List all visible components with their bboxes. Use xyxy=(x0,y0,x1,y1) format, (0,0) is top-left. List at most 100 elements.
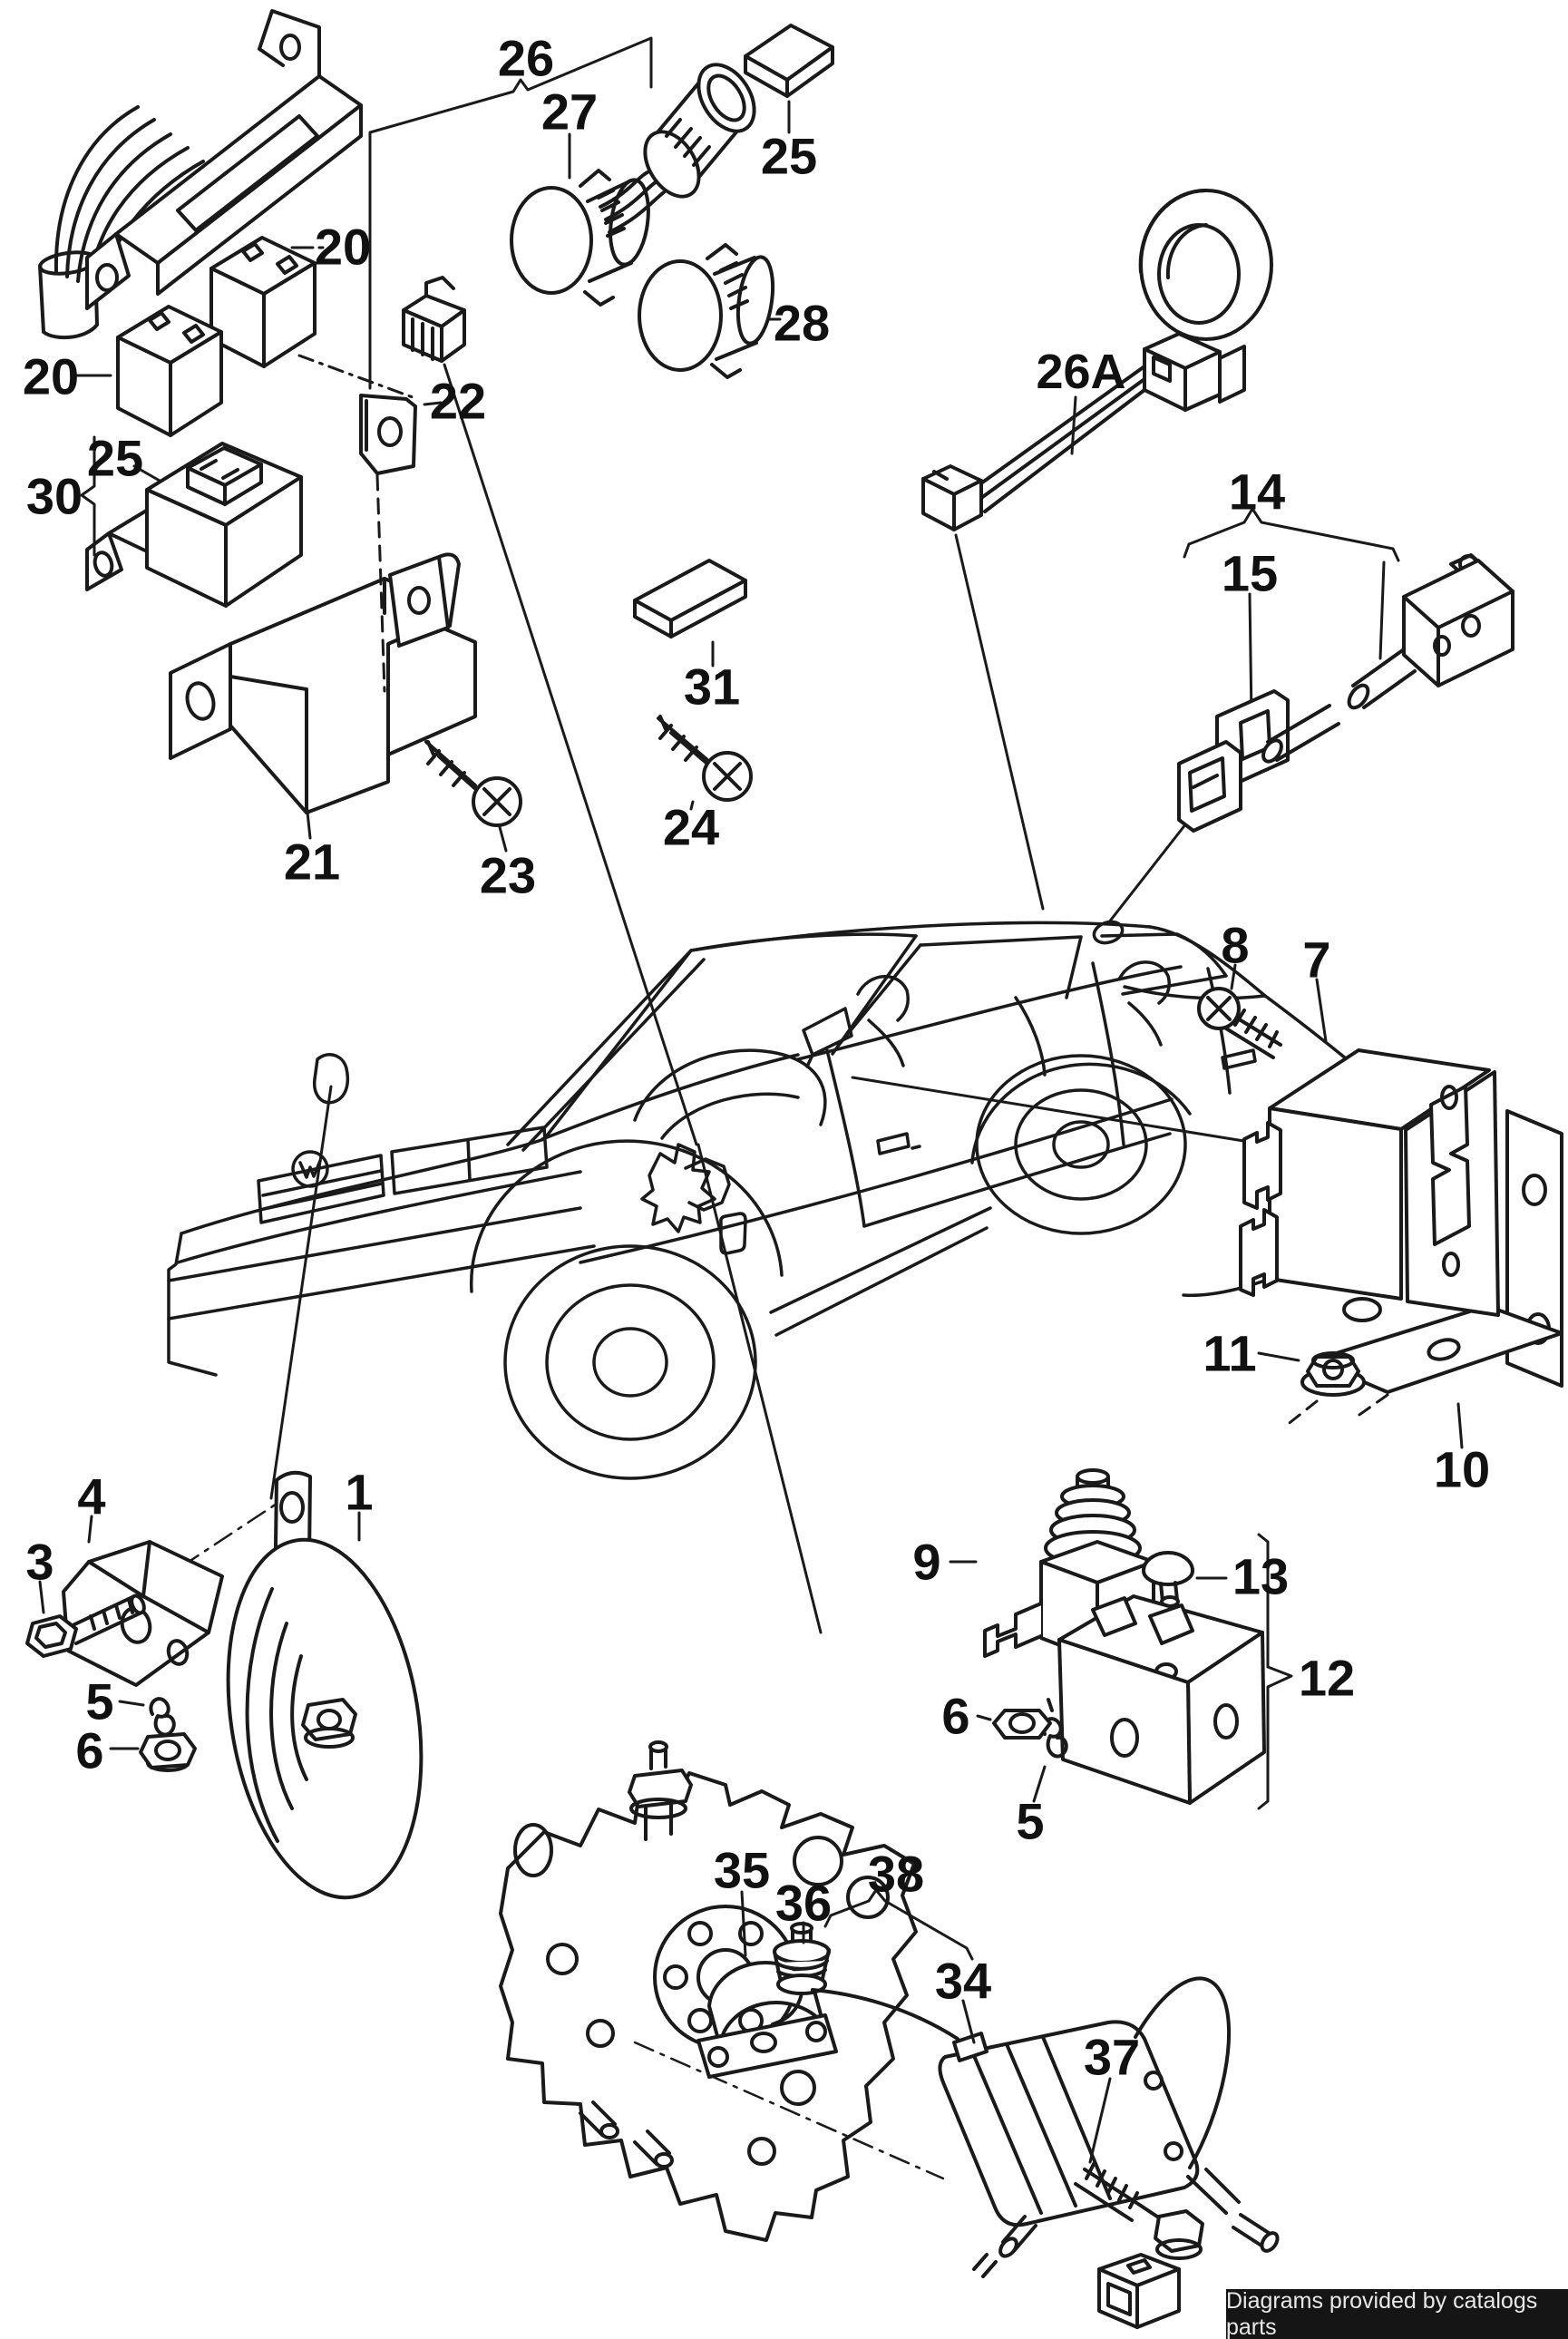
leader-lines-long xyxy=(269,363,1268,1634)
clip-5-left xyxy=(118,1697,176,1737)
lighter-knob-27 xyxy=(510,169,650,307)
vw-emblem xyxy=(291,1150,329,1188)
lighter-ring-28 xyxy=(638,243,775,379)
lighter-socket-26 xyxy=(599,63,756,234)
cap-13 xyxy=(1142,1551,1228,1667)
dash-tab-to-bracket xyxy=(375,473,386,693)
part-label-7: 7 xyxy=(1302,931,1330,989)
part-label-27: 27 xyxy=(541,83,598,141)
part-label-31: 31 xyxy=(684,658,740,716)
leader-14-part xyxy=(1378,560,1386,660)
leader-15 xyxy=(1248,592,1253,720)
part-label-1: 1 xyxy=(345,1464,373,1521)
part-label-9: 9 xyxy=(912,1534,940,1591)
part-label-5: 5 xyxy=(1016,1793,1044,1850)
brace-30 xyxy=(80,435,96,557)
grommet-36 xyxy=(750,1921,831,2053)
part-label-5: 5 xyxy=(85,1673,113,1730)
leader-lines-short xyxy=(74,246,715,853)
bolt-3 xyxy=(25,1593,146,1658)
relay-20-lower xyxy=(116,305,223,437)
leader-7 xyxy=(1315,978,1328,1043)
part-label-22: 22 xyxy=(430,373,486,430)
control-unit-group xyxy=(1197,963,1563,1449)
solenoid-34 xyxy=(811,1976,1280,2253)
injection-pump xyxy=(499,1740,918,2242)
part-label-26: 26 xyxy=(498,30,554,87)
part-label-14: 14 xyxy=(1229,463,1285,521)
leader-4 xyxy=(87,1515,93,1544)
leader-6r xyxy=(976,1714,992,1721)
relay-module-30 xyxy=(85,442,303,608)
watermark-text: Diagrams provided by catalogs parts xyxy=(1226,2287,1538,2339)
relay-20-upper xyxy=(209,236,317,368)
part-label-24: 24 xyxy=(663,799,719,856)
brace-14 xyxy=(1183,507,1400,562)
leader-25-left xyxy=(132,464,161,482)
nut-6-left xyxy=(109,1732,197,1772)
nut-11 xyxy=(1300,1351,1366,1397)
part-label-6: 6 xyxy=(941,1688,969,1745)
line-dash-to-switch9 xyxy=(696,1143,823,1634)
part-label-25: 25 xyxy=(87,430,143,487)
part-label-36: 36 xyxy=(775,1875,832,1932)
part-label-4: 4 xyxy=(77,1468,105,1525)
dash-relay-to-tab xyxy=(297,354,414,399)
line-car-to-control-unit xyxy=(851,1076,1268,1146)
part-label-26A: 26A xyxy=(1036,345,1125,399)
solenoid-axis xyxy=(633,2041,945,2180)
part-label-30: 30 xyxy=(26,468,83,525)
firewall-cutout-mark xyxy=(640,1143,747,1255)
part-label-11: 11 xyxy=(1203,1325,1256,1382)
part-label-34: 34 xyxy=(935,1953,991,2010)
part-label-13: 13 xyxy=(1232,1548,1289,1605)
line-switch15-to-roof xyxy=(1106,822,1188,925)
relay-carrier-bracket xyxy=(85,9,363,310)
horn-group xyxy=(25,1470,424,1900)
brace-12 xyxy=(1257,1533,1293,1810)
leader-34 xyxy=(961,1999,976,2044)
leader-11 xyxy=(1257,1351,1300,1362)
fuse-element-25 xyxy=(744,24,834,98)
screw-23 xyxy=(424,740,522,827)
part-label-28: 28 xyxy=(774,295,830,352)
leader-22 xyxy=(423,401,443,406)
part-label-20: 20 xyxy=(23,348,79,405)
part-label-37: 37 xyxy=(1084,2029,1140,2086)
part-label-6: 6 xyxy=(75,1722,103,1779)
leader-10 xyxy=(1456,1402,1464,1449)
part-label-23: 23 xyxy=(480,847,536,904)
line-coil-to-pillar xyxy=(954,533,1045,911)
mounting-tab-22 xyxy=(359,394,417,475)
watermark-bar: Diagrams provided by catalogs parts xyxy=(1226,2287,1568,2339)
screw-8 xyxy=(1197,987,1282,1059)
nut-6-right xyxy=(976,1709,1052,1740)
switch-group-14-15 xyxy=(1177,507,1514,833)
leader-21 xyxy=(305,802,312,840)
plunger-pins xyxy=(972,2215,1037,2278)
part-label-25: 25 xyxy=(761,128,817,185)
part-label-35: 35 xyxy=(714,1842,770,1899)
reader-coil-26a xyxy=(921,188,1273,531)
relay-bracket-21 xyxy=(169,552,477,814)
part-label-10: 10 xyxy=(1434,1441,1490,1498)
leader-3 xyxy=(38,1580,45,1614)
part-label-38: 38 xyxy=(868,1846,924,1903)
part-label-20: 20 xyxy=(315,219,371,276)
leader-24 xyxy=(689,800,695,811)
leader-5r xyxy=(1032,1765,1047,1803)
horn-location-mark xyxy=(313,1053,350,1105)
leader-23 xyxy=(498,825,508,853)
control-unit-7 xyxy=(1239,1048,1500,1322)
brace-38 xyxy=(823,1888,974,1961)
part-label-8: 8 xyxy=(1221,917,1249,974)
car-illustration xyxy=(167,920,1401,1480)
micro-switch-14 xyxy=(1261,553,1514,764)
leader-5l xyxy=(118,1700,145,1707)
bolt-37 xyxy=(1074,2077,1204,2260)
part-label-3: 3 xyxy=(25,1534,54,1591)
door-switch-location-mark xyxy=(1092,920,1125,945)
line-hood-to-horn xyxy=(269,1085,333,1500)
